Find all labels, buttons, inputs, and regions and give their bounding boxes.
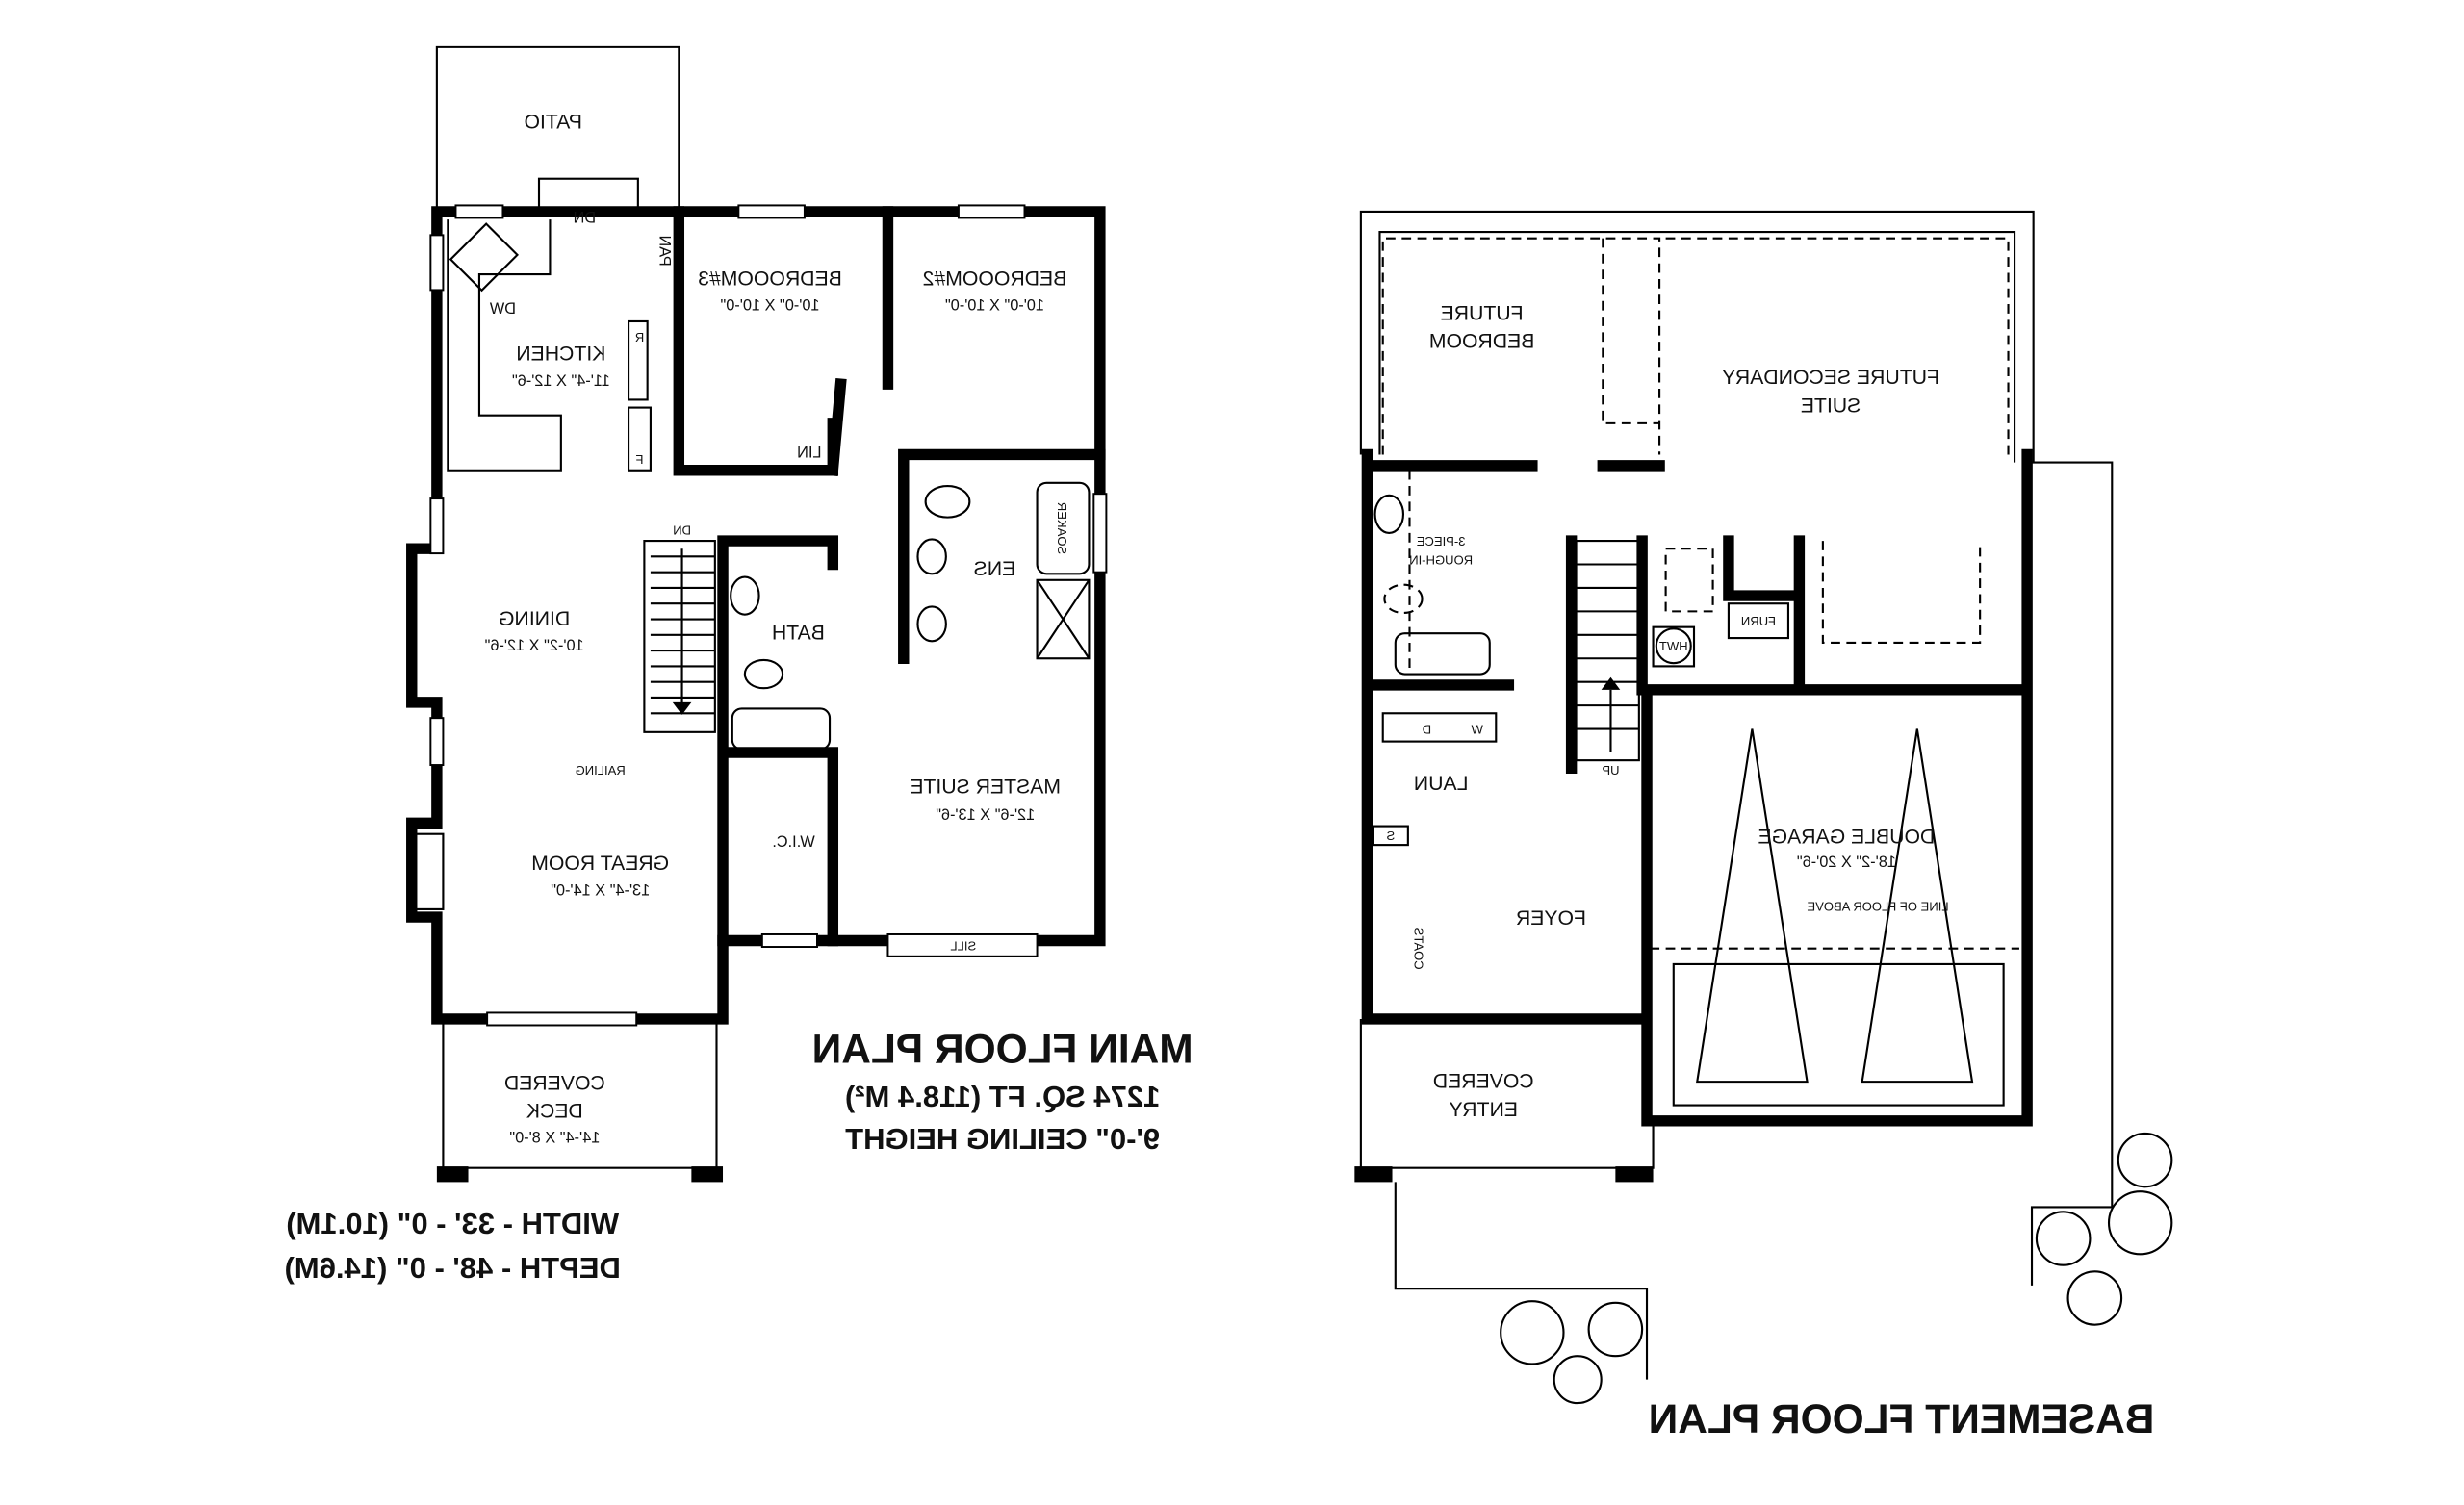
label-bedroom2-size: 10'-0" X 10'-0"	[945, 297, 1044, 315]
basement-top-outline	[1359, 210, 2035, 463]
label-dn-stair: DN	[673, 523, 691, 538]
entry-posts	[1354, 1166, 1654, 1183]
label-deck-1: COVERED	[504, 1072, 605, 1094]
label-great-room: GREAT ROOM	[531, 853, 669, 875]
basement-walls	[1361, 448, 2033, 1127]
label-w: W	[1471, 722, 1483, 736]
label-great-room-size: 13'-4" X 14'-0"	[551, 881, 650, 899]
basement-stairs	[1575, 540, 1640, 762]
label-bedroom2: BEDROOOM#2	[923, 268, 1067, 291]
deck-posts	[436, 1166, 724, 1183]
deck-outline	[442, 1018, 718, 1169]
label-dn-top: DN	[574, 209, 597, 226]
label-coats: COATS	[1411, 927, 1425, 969]
label-f: F	[635, 452, 643, 467]
label-bath: BATH	[772, 623, 825, 645]
main-floor-title: MAIN FLOOR PLAN	[812, 1027, 1194, 1072]
basement-room-labels: FUTURE BEDROOM FUTURE SECONDARY SUITE 3-…	[1386, 302, 1948, 1121]
label-wic: W.I.C.	[772, 833, 814, 851]
label-kitchen-size: 11'-4" X 12'-6"	[512, 372, 610, 390]
label-lin: LIN	[797, 445, 821, 462]
label-d: D	[1423, 722, 1431, 736]
main-floor-ceiling: 9'-0" CEILING HEIGHT	[845, 1122, 1160, 1156]
main-interior-walls	[673, 206, 1106, 947]
basement-fixtures	[1372, 494, 1498, 847]
basement-dashed-rooms	[1381, 237, 2019, 950]
label-entry-1: COVERED	[1433, 1071, 1534, 1093]
main-floor-width: WIDTH - 33' - 0" (10.1M)	[286, 1207, 619, 1240]
label-s: S	[1386, 829, 1395, 843]
main-floor-depth: DEPTH - 48' - 0" (14.6M)	[285, 1251, 621, 1285]
label-laun: LAUN	[1414, 773, 1469, 795]
basement-stair-treads	[1576, 563, 1639, 752]
main-floor-plan: PATIO DN PAN BEDROOOM#3 10'-0" X 10'-0" …	[285, 45, 1194, 1285]
label-foyer: FOYER	[1516, 907, 1586, 930]
trees	[1500, 1132, 2173, 1405]
label-rough-in-1: 3-PIECE	[1416, 534, 1465, 548]
main-room-labels: PATIO DN PAN BEDROOOM#3 10'-0" X 10'-0" …	[484, 112, 1068, 1147]
label-garage-size: 18'-2" X 20'-6"	[1797, 854, 1896, 871]
label-bedroom3-size: 10'-0" X 10'-0"	[720, 297, 819, 315]
label-rough-in-2: ROUGH-IN	[1409, 553, 1473, 568]
kitchen-counters	[447, 219, 652, 472]
label-soaker: SOAKER	[1055, 502, 1069, 554]
label-master-suite: MASTER SUITE	[910, 776, 1061, 798]
windows	[429, 204, 1108, 1027]
label-future-bedroom-2: BEDROOM	[1429, 331, 1535, 353]
entry-outline	[1359, 1018, 1655, 1169]
main-floor-area: 1274 SQ. FT (118.4 M²)	[845, 1080, 1160, 1113]
label-entry-2: ENTRY	[1449, 1099, 1518, 1121]
up-arrow	[1601, 676, 1621, 690]
basement-plan: FUTURE BEDROOM FUTURE SECONDARY SUITE 3-…	[1354, 210, 2173, 1441]
patio-outline	[435, 45, 680, 212]
label-kitchen: KITCHEN	[516, 344, 605, 366]
label-pantry: PAN	[656, 236, 674, 267]
label-dining-size: 10'-2" X 12'-6"	[484, 637, 583, 654]
label-railing: RAILING	[576, 763, 626, 778]
label-future-bedroom-1: FUTURE	[1441, 302, 1524, 324]
label-bedroom3: BEDROOOM#3	[698, 268, 842, 291]
label-future-suite-1: FUTURE SECONDARY	[1722, 367, 1939, 389]
basement-title: BASEMENT FLOOR PLAN	[1649, 1396, 2155, 1441]
label-ens: ENS	[974, 558, 1016, 580]
label-line-of-floor-above: LINE OF FLOOR ABOVE	[1807, 900, 1948, 914]
label-deck-size: 14'-4" X 8'-0"	[509, 1130, 600, 1147]
ensuite-fixtures	[730, 481, 1091, 751]
label-master-size: 12'-6" X 13'-6"	[936, 806, 1035, 824]
mechanical-room	[1652, 548, 1790, 668]
fireplace	[410, 832, 445, 910]
label-r: R	[635, 330, 644, 344]
label-up: UP	[1602, 763, 1619, 778]
label-dw: DW	[489, 300, 516, 318]
label-hwt: HWT	[1659, 639, 1688, 653]
label-sill: SILL	[950, 938, 976, 953]
label-dining: DINING	[499, 608, 570, 630]
label-future-suite-2: SUITE	[1801, 395, 1861, 417]
label-deck-2: DECK	[526, 1101, 583, 1123]
label-furn: FURN	[1741, 614, 1776, 628]
stairs	[643, 540, 716, 733]
garage-parking-outlines	[1672, 728, 2005, 1107]
label-patio: PATIO	[524, 112, 582, 134]
label-double-garage: DOUBLE GARAGE	[1758, 827, 1935, 849]
